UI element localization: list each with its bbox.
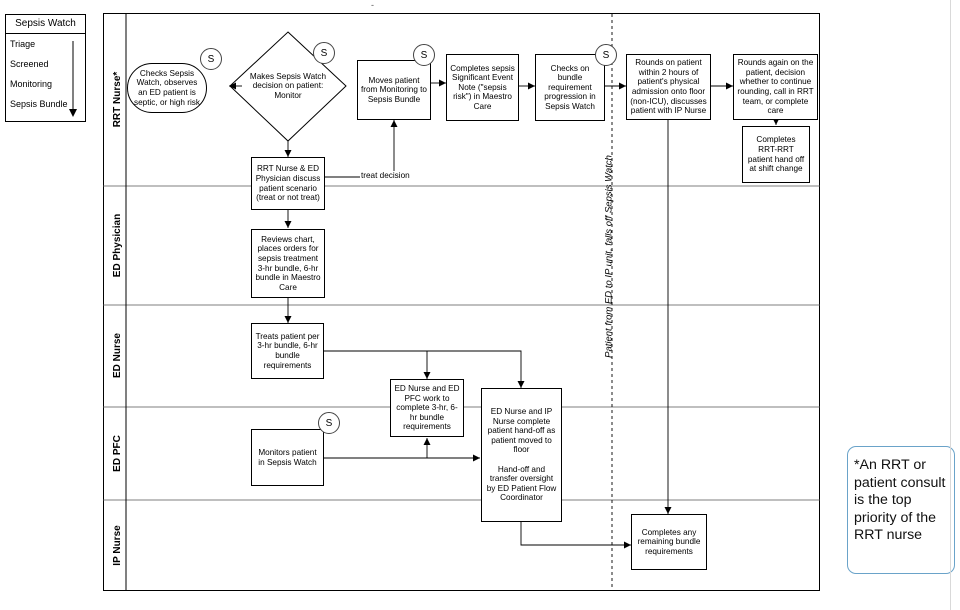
node-moves-patient: Moves patient from Monitoring to Sepsis … [357,60,431,120]
rrt-priority-note: *An RRT or patient consult is the top pr… [847,446,955,574]
top-mark: - [371,0,374,10]
node-handoff-ip: ED Nurse and IP Nurse complete patient h… [481,388,562,522]
node-handoff-shift: Completes RRT-RRT patient hand off at sh… [742,126,810,183]
node-monitors: Monitors patient in Sepsis Watch [251,429,324,486]
legend-item-monitoring: Monitoring [10,79,53,89]
lane-label-rrt-nurse: RRT Nurse* [112,71,123,128]
divider-label: Patient from ED to IP unit, falls off Se… [603,155,615,358]
sepsis-watch-icon: S [313,42,335,64]
legend: Sepsis Watch Triage Screened Monitoring … [5,14,86,122]
node-ed-pfc-work: ED Nurse and ED PFC work to complete 3-h… [390,379,464,437]
node-completes-remaining: Completes any remaining bundle requireme… [631,514,707,570]
node-discuss: RRT Nurse & ED Physician discuss patient… [251,157,325,210]
node-rounds-again: Rounds again on the patient, decision wh… [733,54,818,120]
node-decision: Makes Sepsis Watch decision on patient: … [249,71,327,100]
sepsis-watch-icon: S [413,44,435,66]
legend-item-triage: Triage [10,39,36,49]
lane-separators [103,185,820,501]
legend-title: Sepsis Watch [6,15,85,34]
node-checks-bundle: Checks on bundle requirement progression… [535,54,605,121]
lane-label-ip-nurse: IP Nurse [112,525,123,566]
lane-label-ed-physician: ED Physician [112,213,123,278]
legend-item-screened: Screened [10,59,49,69]
legend-item-sepsis-bundle: Sepsis Bundle [10,99,68,109]
sepsis-watch-icon: S [595,44,617,66]
node-completes-note: Completes sepsis Significant Event Note … [446,54,519,121]
swimlane-diagram [103,13,820,591]
right-edge-line [950,0,951,610]
sepsis-watch-icon: S [318,412,340,434]
sepsis-watch-icon: S [200,48,222,70]
lane-label-ed-pfc: ED PFC [112,435,123,472]
node-reviews-chart: Reviews chart, places orders for sepsis … [251,229,325,298]
node-rounds-2h: Rounds on patient within 2 hours of pati… [626,54,711,120]
node-treats: Treats patient per 3-hr bundle, 6-hr bun… [251,323,324,379]
down-arrow-icon [69,41,77,117]
lane-label-ed-nurse: ED Nurse [112,333,123,379]
node-checks-watch: Checks Sepsis Watch, observes an ED pati… [127,63,207,113]
edge-label-treat-decision: treat decision [360,171,411,180]
